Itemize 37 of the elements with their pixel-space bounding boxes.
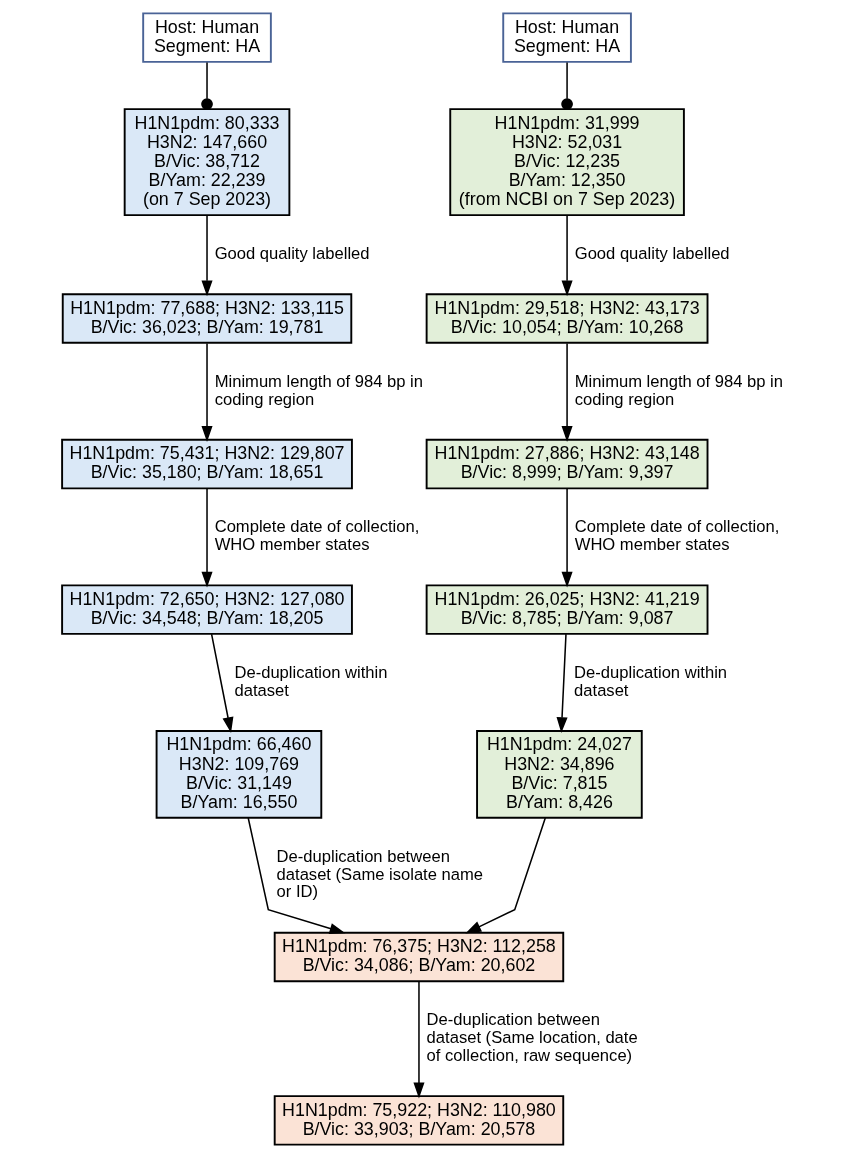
node-box: H1N1pdm: 76,375; H3N2: 112,258 B/Vic: 34,086; B/Yam: 20,602 — [273, 931, 565, 983]
arrow — [561, 342, 573, 442]
connector — [561, 61, 573, 110]
node-box: H1N1pdm: 27,886; H3N2: 43,148 B/Vic: 8,999; B/Yam: 9,397 — [425, 438, 709, 490]
arrow — [201, 214, 213, 297]
node-box: H1N1pdm: 75,922; H3N2: 110,980 B/Vic: 33,903; B/Yam: 20,578 — [273, 1095, 565, 1146]
node-box: Host: Human Segment: HA — [142, 12, 272, 63]
connector — [201, 61, 213, 110]
arrow — [556, 633, 568, 734]
node-box: H1N1pdm: 72,650; H3N2: 127,080 B/Vic: 34,548; B/Yam: 18,205 — [61, 584, 353, 635]
node-box: Host: Human Segment: HA — [502, 12, 632, 63]
node-box: H1N1pdm: 77,688; H3N2: 133,115 B/Vic: 36,023; B/Yam: 19,781 — [61, 293, 353, 344]
edge-label: De-duplication within dataset — [574, 662, 728, 700]
arrow — [201, 342, 213, 442]
node-box: H1N1pdm: 26,025; H3N2: 41,219 B/Vic: 8,785; B/Yam: 9,087 — [425, 584, 709, 635]
arrow — [247, 817, 346, 934]
arrow — [413, 980, 425, 1099]
node-box: H1N1pdm: 29,518; H3N2: 43,173 B/Vic: 10,054; B/Yam: 10,268 — [425, 293, 709, 344]
arrow — [561, 488, 573, 588]
edge-label: Minimum length of 984 bp in coding region — [574, 371, 783, 409]
node-box: H1N1pdm: 75,431; H3N2: 129,807 B/Vic: 35,180; B/Yam: 18,651 — [61, 438, 353, 490]
edge-label: Good quality labelled — [574, 244, 730, 264]
arrow — [210, 633, 234, 733]
node-box: H1N1pdm: 31,999 H3N2: 52,031 B/Vic: 12,235 B/Yam: 12,350 (from NCBI on 7 Sep 2023) — [449, 108, 685, 217]
node-box: H1N1pdm: 24,027 H3N2: 34,896 B/Vic: 7,815 B/Yam: 8,426 — [476, 730, 643, 819]
edge-label: De-duplication between dataset (Same isolate name or ID) — [276, 846, 484, 902]
arrow — [201, 488, 213, 588]
edge-label: De-duplication within dataset — [234, 662, 388, 700]
node-box: H1N1pdm: 66,460 H3N2: 109,769 B/Vic: 31,149 B/Yam: 16,550 — [155, 730, 323, 819]
arrow — [561, 214, 573, 297]
edge-label: Minimum length of 984 bp in coding region — [214, 371, 423, 409]
edge-label: Good quality labelled — [214, 244, 370, 264]
arrow — [465, 817, 547, 934]
edge-label: De-duplication between dataset (Same location, date of collection, raw sequence) — [426, 1010, 638, 1065]
node-box: H1N1pdm: 80,333 H3N2: 147,660 B/Vic: 38,712 B/Yam: 22,239 (on 7 Sep 2023) — [123, 108, 291, 217]
edge-label: Complete date of collection, WHO member states — [214, 517, 420, 555]
edge-label: Complete date of collection, WHO member states — [574, 517, 780, 555]
